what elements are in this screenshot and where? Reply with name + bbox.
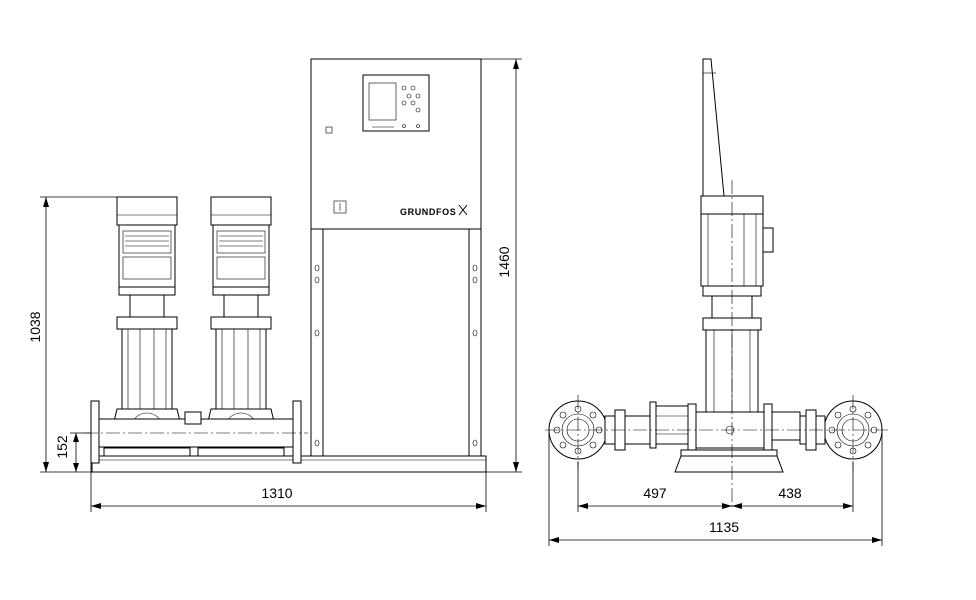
- coupling: [129, 294, 165, 318]
- dim-label-1460: 1460: [496, 246, 512, 277]
- coupling: [223, 294, 259, 318]
- dim-label-1038: 1038: [27, 311, 43, 342]
- dimension-height-152: 152: [54, 432, 91, 472]
- brand-logo-icon: [458, 204, 468, 216]
- dimension-1135: 1135: [548, 430, 883, 546]
- motor-body: [212, 224, 270, 288]
- dim-label-1135: 1135: [709, 519, 739, 535]
- base-frame: [91, 455, 487, 473]
- terminal-box: [762, 227, 774, 253]
- pump-unit-1: [103, 196, 191, 457]
- pump-stack: [215, 328, 267, 410]
- dimension-438: 438: [732, 462, 854, 512]
- flange-left: [90, 400, 100, 464]
- side-base: [674, 455, 784, 473]
- main-switch-icon: [333, 200, 347, 214]
- dim-label-1310: 1310: [261, 485, 292, 501]
- motor-body: [118, 224, 176, 288]
- cabinet-side: [702, 58, 725, 197]
- manifold-pipe: [84, 400, 308, 464]
- dimension-width-1310: 1310: [90, 463, 487, 512]
- dimension-497: 497: [577, 462, 732, 512]
- brand-logo-text: GRUNDFOS: [400, 207, 456, 217]
- dimension-height-1460: 1460: [481, 58, 522, 473]
- motor-side: [700, 195, 774, 413]
- pump-unit-2: [197, 196, 285, 457]
- motor-fan-cover: [116, 196, 178, 226]
- controller-display: [368, 82, 397, 121]
- side-view: 497 438 1135: [545, 58, 888, 546]
- motor-fan-cover: [210, 196, 272, 226]
- pump-housing-side: [649, 401, 801, 473]
- control-cabinet: GRUNDFOS: [310, 58, 482, 457]
- flange-right: [292, 400, 302, 464]
- front-view: GRUNDFOS: [27, 58, 522, 512]
- indicator-lamp: [325, 126, 333, 134]
- dimension-height-1038: 1038: [27, 196, 117, 473]
- dim-label-497: 497: [643, 485, 667, 501]
- pump-stack: [121, 328, 173, 410]
- dim-label-152: 152: [54, 435, 70, 459]
- dim-label-438: 438: [778, 485, 802, 501]
